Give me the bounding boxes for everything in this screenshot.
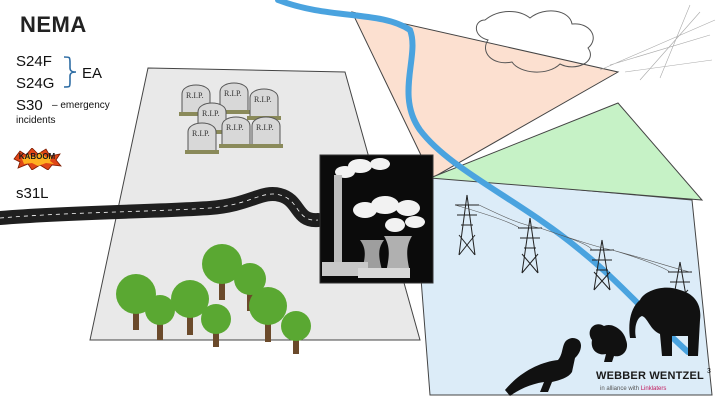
elephant-icon <box>629 287 701 356</box>
trees <box>116 244 311 354</box>
rip-label: R.I.P. <box>186 91 204 100</box>
company-logo-name: WEBBER WENTZEL <box>596 370 704 382</box>
s30-description-line2: incidents <box>16 115 56 126</box>
kaboom-label: KABOOM <box>18 152 56 161</box>
page-title: NEMA <box>20 12 87 37</box>
brace-icon <box>63 56 77 88</box>
gravestone: R.I.P. <box>219 116 253 148</box>
code-s31l: s31L <box>16 185 49 202</box>
gravestone: R.I.P. <box>217 82 251 114</box>
green-panel <box>429 102 704 201</box>
river <box>275 0 691 355</box>
s30-description: – emergency <box>52 100 110 111</box>
gravestones: R.I.P. R.I.P. R.I.P. R.I.P. R.I.P. R.I.P… <box>179 82 283 154</box>
rip-label: R.I.P. <box>226 123 244 132</box>
gravestone: R.I.P. <box>249 116 283 148</box>
antelope-icon <box>505 338 581 396</box>
code-ea: EA <box>82 65 103 82</box>
gravestone: R.I.P. <box>185 122 219 154</box>
sketch-lines <box>475 4 716 81</box>
code-s30: S30 <box>16 97 43 114</box>
code-s24g: S24G <box>16 75 55 92</box>
rip-label: R.I.P. <box>202 109 220 118</box>
rip-label: R.I.P. <box>254 95 272 104</box>
company-logo-tagline: in alliance with Linklaters <box>600 386 666 392</box>
page-number: 3 <box>707 368 711 375</box>
monkey-icon <box>589 324 628 362</box>
tagline-brand: Linklaters <box>640 386 667 392</box>
code-s24f: S24F <box>16 53 52 70</box>
animals <box>505 287 701 396</box>
power-pylons <box>454 194 692 308</box>
tagline-prefix: in alliance with <box>600 386 640 392</box>
road-centerline <box>0 193 319 221</box>
rip-label: R.I.P. <box>224 89 242 98</box>
kaboom-icon <box>13 148 62 170</box>
rip-label: R.I.P. <box>192 129 210 138</box>
power-station <box>319 154 434 284</box>
air-panel <box>351 11 620 179</box>
rip-label: R.I.P. <box>256 123 274 132</box>
gravestone: R.I.P. <box>247 88 281 120</box>
